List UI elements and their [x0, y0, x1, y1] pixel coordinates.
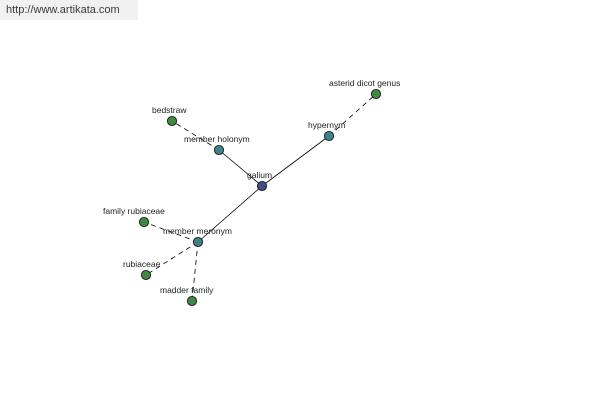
edge-hypernym-to-asterid-dicot-genus	[328, 93, 377, 137]
node-bedstraw[interactable]: bedstraw	[152, 105, 187, 127]
edge-member-meronym-to-madder-family	[191, 241, 199, 302]
edge-member-meronym-to-family-rubiaceae	[143, 221, 199, 243]
node-label-madder-family: madder family	[160, 285, 214, 295]
node-marker-bedstraw[interactable]	[166, 115, 178, 127]
edge-galium-to-hypernym	[261, 135, 330, 187]
node-marker-galium[interactable]	[256, 180, 268, 192]
node-member-holonym[interactable]: member holonym	[184, 134, 250, 156]
node-marker-rubiaceae[interactable]	[140, 269, 152, 281]
node-label-hypernym: hypernym	[308, 120, 345, 130]
node-marker-hypernym[interactable]	[323, 130, 335, 142]
node-marker-member-meronym[interactable]	[192, 236, 204, 248]
node-label-member-meronym: member meronym	[163, 226, 232, 236]
edge-galium-to-member-holonym	[218, 149, 263, 187]
source-url-watermark: http://www.artikata.com	[0, 0, 138, 20]
edge-member-holonym-to-bedstraw	[171, 120, 220, 151]
node-member-meronym[interactable]: member meronym	[163, 226, 232, 248]
node-madder-family[interactable]: madder family	[160, 285, 214, 307]
node-marker-member-holonym[interactable]	[213, 144, 225, 156]
node-label-bedstraw: bedstraw	[152, 105, 187, 115]
graph-edges	[143, 93, 377, 302]
node-label-rubiaceae: rubiaceae	[123, 259, 161, 269]
edge-galium-to-member-meronym	[197, 185, 263, 243]
node-asterid-dicot-genus[interactable]: asterid dicot genus	[329, 78, 400, 100]
node-rubiaceae[interactable]: rubiaceae	[123, 259, 161, 281]
node-label-asterid-dicot-genus: asterid dicot genus	[329, 78, 400, 88]
node-marker-madder-family[interactable]	[186, 295, 198, 307]
node-galium[interactable]: galium	[247, 170, 272, 192]
node-hypernym[interactable]: hypernym	[308, 120, 345, 142]
node-label-galium: galium	[247, 170, 272, 180]
edge-member-meronym-to-rubiaceae	[145, 241, 199, 276]
graph-nodes: galium hypernym member holonym member meron…	[103, 78, 400, 307]
node-label-member-holonym: member holonym	[184, 134, 250, 144]
node-marker-asterid-dicot-genus[interactable]	[370, 88, 382, 100]
node-family-rubiaceae[interactable]: family rubiaceae	[103, 206, 165, 228]
node-label-family-rubiaceae: family rubiaceae	[103, 206, 165, 216]
node-marker-family-rubiaceae[interactable]	[138, 216, 150, 228]
